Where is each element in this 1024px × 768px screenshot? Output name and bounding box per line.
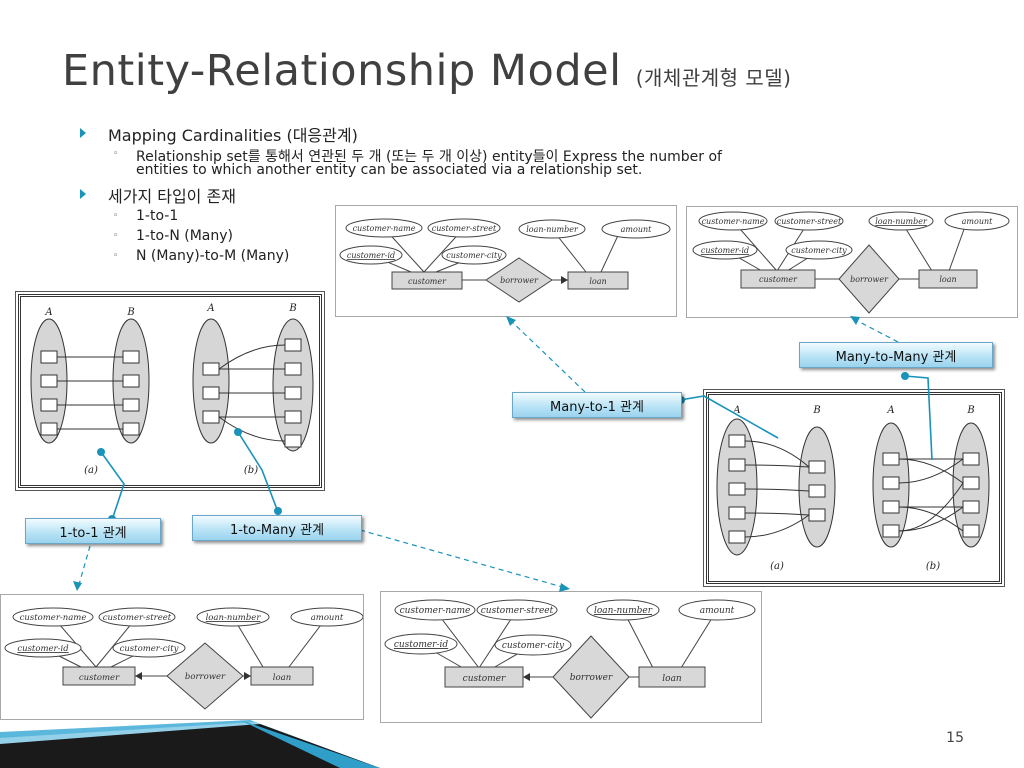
entity-loan: loan [273, 673, 291, 683]
set-diagram-many-to-one-many-to-many: A B A B (a) (b) [703, 389, 1005, 587]
set-label-b: B [966, 405, 974, 416]
attr-customer-city: customer-city [791, 246, 847, 255]
bullet-arrow-icon [80, 128, 86, 138]
set-label-a: A [886, 405, 894, 416]
callout-many-to-many: Many-to-Many 관계 [799, 342, 993, 368]
er-diagram-many-to-many: customer-name customer-street loan-numbe… [686, 206, 1018, 318]
er-diagram-one-to-many: customer-name customer-street loan-numbe… [380, 591, 762, 723]
set-diagram-one-to-one-one-to-many: A B A B (a) (b) [15, 291, 325, 491]
relationship-borrower: borrower [185, 672, 226, 682]
sub-bullet-ring-icon: ◦ [113, 231, 119, 241]
set-label-a: A [206, 303, 214, 314]
attr-loan-number: loan-number [526, 225, 579, 234]
attr-amount: amount [311, 613, 344, 623]
attr-customer-street: customer-street [481, 606, 554, 616]
callout-one-to-many: 1-to-Many 관계 [192, 515, 362, 541]
attr-customer-city: customer-city [446, 251, 502, 260]
set-label-a: A [732, 405, 740, 416]
attr-customer-city: customer-city [120, 644, 179, 654]
attr-customer-name: customer-name [702, 217, 765, 226]
caption-a: (a) [770, 561, 784, 572]
footer-wedge-decoration [0, 720, 380, 768]
sub-bullet-ring-icon: ◦ [113, 149, 119, 159]
entity-customer: customer [463, 674, 506, 684]
title-subtitle: (개체관계형 모델) [635, 66, 792, 90]
relationship-borrower: borrower [570, 673, 613, 683]
title-main: Entity-Relationship Model [62, 46, 622, 96]
set-label-b: B [288, 303, 296, 314]
sub-bullet-relationship-line1: Relationship set를 통해서 연관된 두 개 (또는 두 개 이상… [136, 149, 722, 165]
set-label-b: B [126, 307, 134, 318]
relationship-borrower: borrower [500, 276, 539, 285]
relationship-borrower: borrower [850, 275, 889, 284]
sub-bullet-ring-icon: ◦ [113, 211, 119, 221]
entity-customer: customer [759, 275, 798, 284]
attr-customer-street: customer-street [103, 613, 172, 623]
attr-loan-number: loan-number [594, 606, 653, 616]
sub-bullet-one-to-many: 1-to-N (Many) [136, 228, 233, 244]
sub-bullet-one-to-one: 1-to-1 [136, 208, 179, 224]
sub-bullet-relationship-line2: entities to which another entity can be … [136, 162, 643, 178]
er-diagram-one-to-one: customer-name customer-street loan-numbe… [0, 594, 364, 720]
attr-loan-number: loan-number [875, 217, 928, 226]
entity-loan: loan [939, 275, 956, 284]
attr-amount: amount [962, 217, 993, 226]
attr-customer-name: customer-name [20, 613, 87, 623]
entity-loan: loan [589, 277, 606, 286]
bullet-three-types: 세가지 타입이 존재 [108, 187, 236, 206]
caption-b: (b) [244, 465, 258, 476]
attr-customer-id: customer-id [701, 246, 749, 255]
sub-bullet-ring-icon: ◦ [113, 251, 119, 261]
callout-one-to-one: 1-to-1 관계 [25, 518, 161, 544]
entity-customer: customer [79, 673, 120, 683]
attr-amount: amount [621, 225, 652, 234]
caption-b: (b) [926, 561, 940, 572]
attr-loan-number: loan-number [206, 613, 262, 623]
entity-customer: customer [408, 277, 447, 286]
page-number: 15 [946, 730, 964, 746]
er-diagram-many-to-one: customer-name customer-street loan-numbe… [335, 205, 677, 317]
attr-customer-id: customer-id [347, 251, 395, 260]
attr-customer-city: customer-city [502, 641, 565, 651]
attr-customer-id: customer-id [17, 644, 69, 654]
attr-customer-street: customer-street [777, 217, 842, 226]
attr-amount: amount [700, 606, 735, 616]
attr-customer-id: customer-id [394, 640, 449, 650]
callout-many-to-one: Many-to-1 관계 [512, 392, 682, 418]
bullet-mapping-cardinalities: Mapping Cardinalities (대응관계) [108, 126, 358, 145]
attr-customer-name: customer-name [400, 606, 471, 616]
entity-loan: loan [662, 674, 682, 684]
attr-customer-name: customer-name [353, 224, 416, 233]
sub-bullet-many-to-many: N (Many)-to-M (Many) [136, 248, 290, 264]
caption-a: (a) [84, 465, 98, 476]
attr-customer-street: customer-street [432, 224, 497, 233]
set-label-a: A [44, 307, 52, 318]
set-label-b: B [812, 405, 820, 416]
bullet-arrow-icon [80, 189, 86, 199]
page-title: Entity-Relationship Model (개체관계형 모델) [62, 46, 791, 96]
